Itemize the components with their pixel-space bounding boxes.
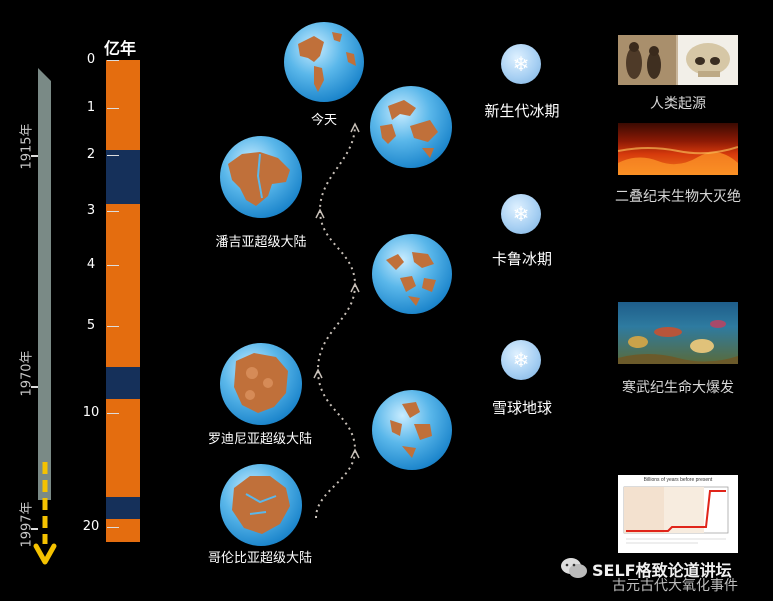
tick-mark	[107, 326, 119, 327]
globe-today-caption: 今天	[310, 113, 337, 128]
tick-label: 3	[86, 203, 96, 218]
year-1915: 1915年	[19, 123, 35, 170]
tick-mark	[107, 265, 119, 266]
cambrian-explosion-image	[618, 302, 738, 364]
warm-band-1	[106, 60, 140, 150]
year-1915-tick	[31, 155, 38, 157]
tick-label: 0	[86, 52, 96, 67]
globe-pangea-caption: 潘吉亚超级大陆	[215, 235, 307, 250]
timeline-path	[313, 122, 360, 519]
tick-mark	[107, 155, 119, 156]
oxygen-chart-image: Billions of years before present	[618, 475, 738, 553]
tick-label: 10	[82, 405, 100, 420]
ice-age-karoo: 卡鲁冰期	[491, 250, 552, 268]
cold-band-3	[106, 497, 140, 519]
cold-band-2	[106, 367, 140, 399]
history-bar	[38, 68, 51, 500]
scale-bar	[106, 60, 140, 542]
event-human-origin: 人类起源	[650, 96, 706, 112]
warm-band-3	[106, 399, 140, 497]
snowflake-icon: ❄	[501, 194, 541, 234]
globe-columbia-icon	[220, 464, 302, 546]
watermark-brand: SELF格致论道讲坛	[592, 561, 732, 580]
tick-mark	[107, 108, 119, 109]
warm-band-2	[106, 204, 140, 367]
tick-label: 5	[86, 318, 96, 333]
globe-middle-icon	[372, 234, 452, 314]
down-arrow-icon	[33, 462, 57, 565]
tick-label: 4	[86, 257, 96, 272]
globe-columbia-caption: 哥伦比亚超级大陆	[207, 551, 312, 566]
permian-extinction-image	[618, 123, 738, 175]
snowflake-icon: ❄	[501, 44, 541, 84]
year-1997-tick	[31, 528, 38, 530]
tick-mark	[107, 60, 119, 61]
tick-mark	[107, 413, 119, 414]
year-1970: 1970年	[19, 350, 35, 397]
scale-unit-label: 亿年	[104, 39, 137, 58]
tick-mark	[107, 527, 119, 528]
wechat-logo-icon	[560, 557, 588, 579]
globe-today-icon	[284, 22, 364, 102]
ice-age-cenozoic: 新生代冰期	[484, 102, 560, 120]
globe-pangea-icon	[220, 136, 302, 218]
snowflake-icon: ❄	[501, 340, 541, 380]
warm-band-4	[106, 519, 140, 542]
globe-rodinia-icon	[220, 343, 302, 425]
event-permian-extinction: 二叠纪末生物大灭绝	[615, 189, 741, 205]
globe-late-icon	[370, 86, 452, 168]
event-cambrian-explosion: 寒武纪生命大爆发	[622, 380, 734, 396]
ice-age-snowball: 雪球地球	[491, 399, 552, 417]
oxygen-chart-title: Billions of years before present	[643, 477, 713, 483]
tick-label: 1	[86, 100, 96, 115]
tick-label: 20	[82, 519, 100, 534]
globe-rodinia-caption: 罗迪尼亚超级大陆	[207, 432, 312, 447]
cold-band-1	[106, 150, 140, 204]
globe-early-icon	[372, 390, 452, 470]
human-origin-image	[618, 35, 738, 85]
tick-mark	[107, 211, 119, 212]
year-1970-tick	[31, 386, 38, 388]
watermark-subtitle: 古元古代大氧化事件	[612, 578, 738, 594]
tick-label: 2	[86, 147, 96, 162]
